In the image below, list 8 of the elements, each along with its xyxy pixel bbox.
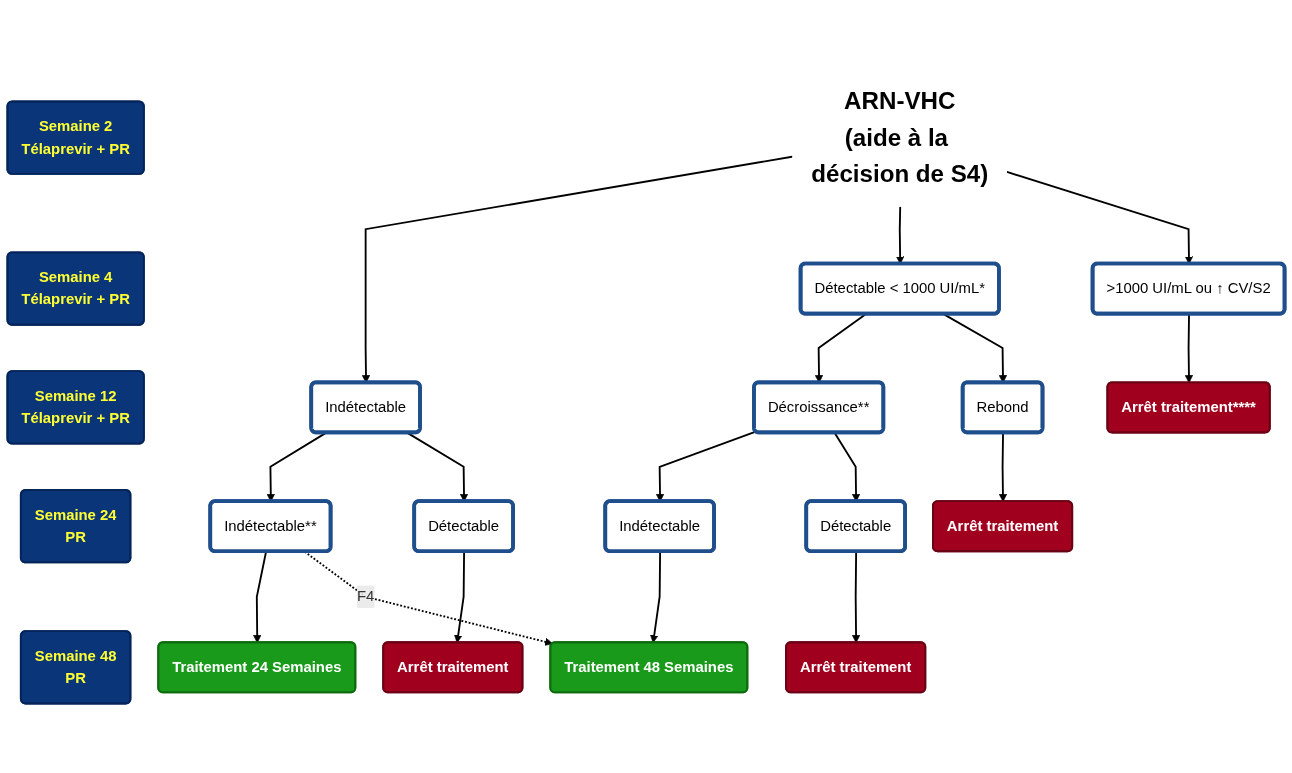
node-text: ARN-VHC (aide à la décision de S4) xyxy=(811,87,989,188)
edge-label: F4 xyxy=(356,588,375,605)
arrow xyxy=(1184,313,1193,384)
arrow xyxy=(833,432,861,502)
arrow xyxy=(998,432,1008,502)
arrow xyxy=(406,432,469,502)
arrow xyxy=(266,432,327,502)
arrow xyxy=(655,430,757,502)
